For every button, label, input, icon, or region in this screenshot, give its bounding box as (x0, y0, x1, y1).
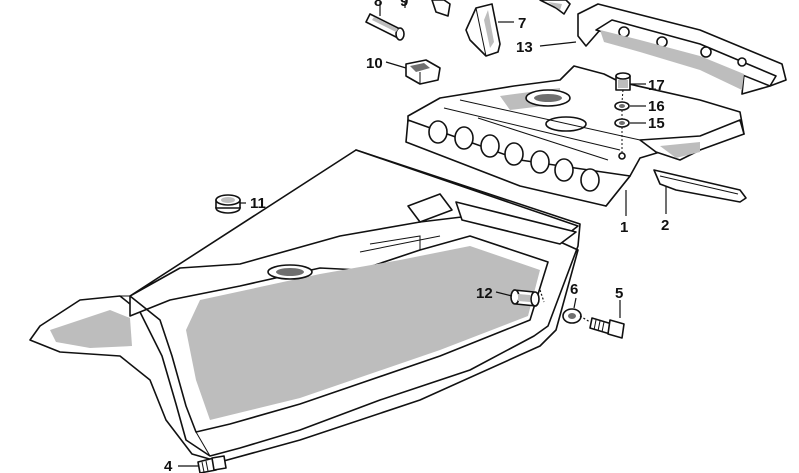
label-part-10: 10 (366, 55, 383, 72)
label-part-11: 11 (250, 195, 266, 212)
part-5-bolt (589, 317, 625, 339)
label-part-7: 7 (518, 15, 526, 32)
part-1-upper-panel (405, 65, 745, 207)
part-6-nut (562, 308, 582, 324)
part-7-bracket (465, 3, 501, 57)
part-13-upper-rail (577, 3, 787, 95)
part-17-cap (615, 72, 631, 91)
part-11-grommet (215, 194, 241, 214)
label-part-12: 12 (476, 285, 493, 302)
part-2-strip (653, 169, 747, 203)
label-part-2: 2 (661, 217, 669, 234)
label-part-15: 15 (648, 115, 665, 132)
label-part-9: 9 (400, 0, 408, 10)
part-4-bolt (197, 455, 227, 473)
label-part-16: 16 (648, 98, 665, 115)
part-9-clip (431, 0, 451, 17)
floor-tunnel-panel (29, 149, 581, 463)
part-16-washer (614, 101, 630, 111)
part-8-pin (365, 13, 405, 41)
part-10-clip (405, 59, 441, 85)
label-part-4: 4 (164, 458, 173, 473)
part-15-washer (614, 118, 630, 128)
label-part-8: 8 (374, 0, 382, 10)
label-part-1: 1 (620, 219, 628, 236)
top-cropped-part (539, 0, 571, 15)
leader-lines (178, 2, 667, 467)
label-part-13: 13 (516, 39, 533, 56)
part-12-plug (510, 289, 540, 307)
label-part-6: 6 (570, 281, 578, 298)
label-part-17: 17 (648, 77, 665, 94)
label-part-5: 5 (615, 285, 623, 302)
